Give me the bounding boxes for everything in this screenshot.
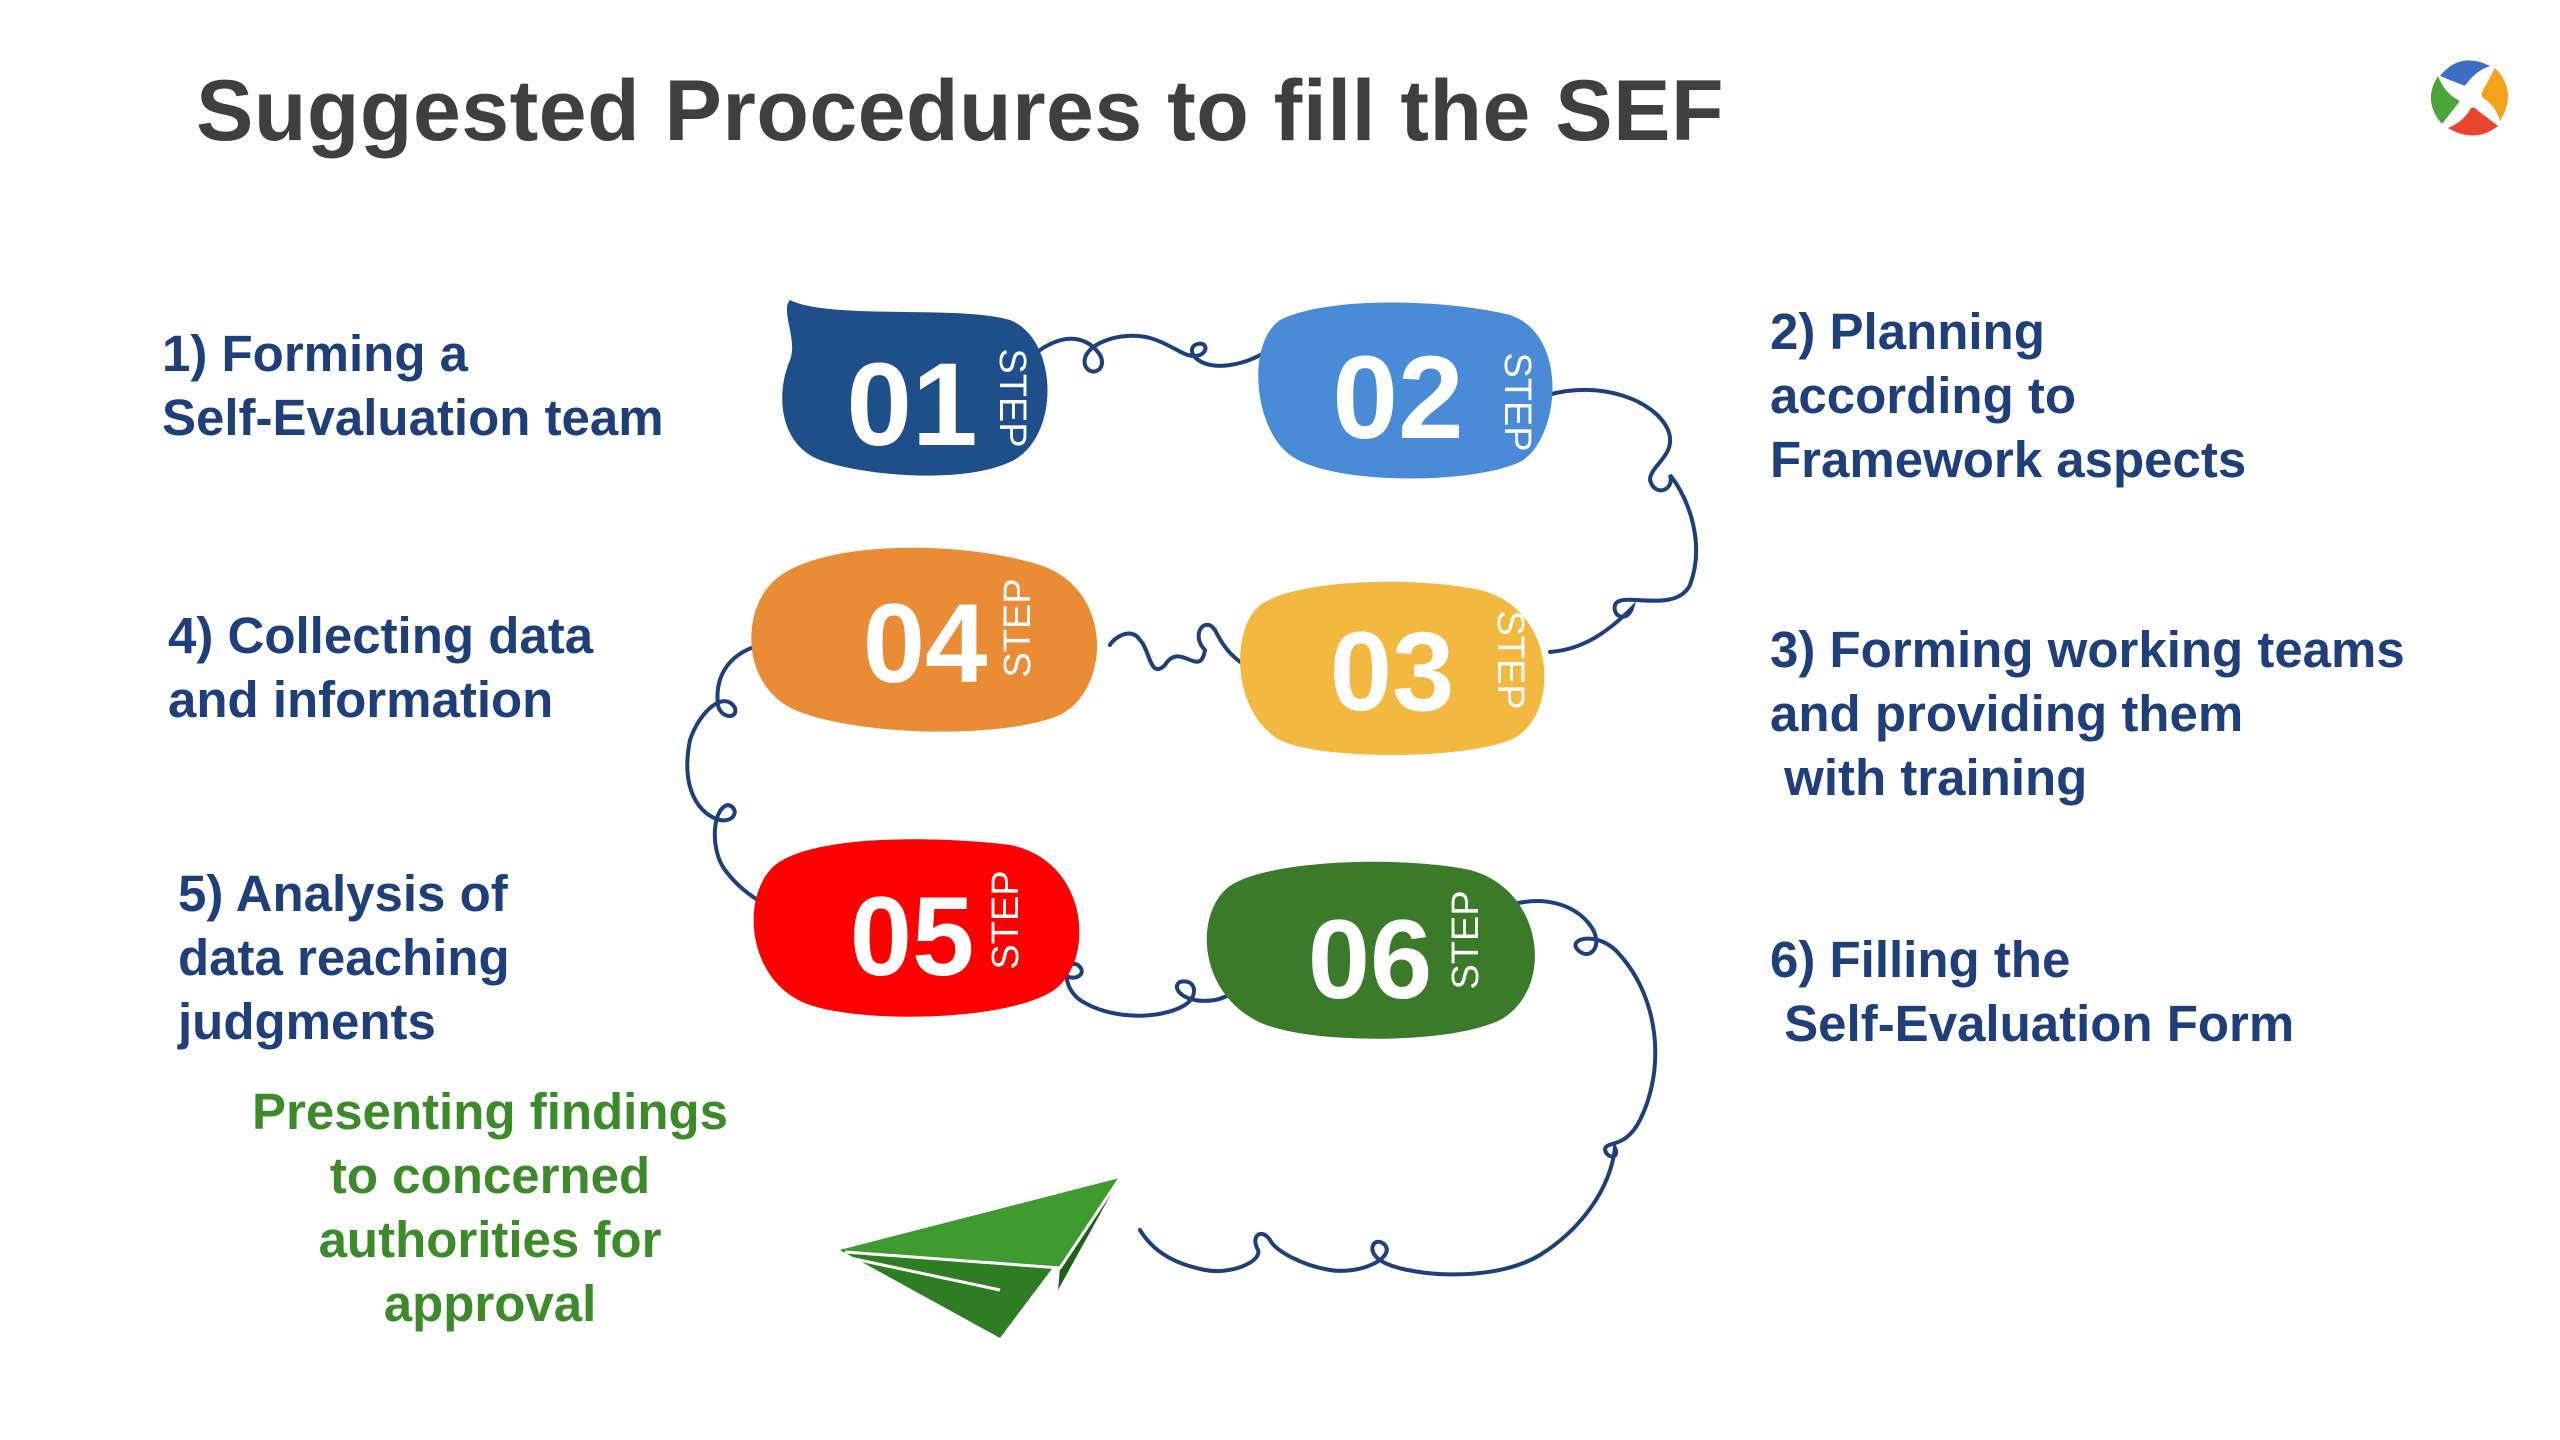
step-04-number: 04 [863,581,988,706]
step-05-label: 5) Analysis of data reaching judgments [178,865,510,1050]
step-05-number: 05 [850,874,975,999]
connector-path [685,333,1699,1277]
logo-icon [2424,50,2516,142]
step-01-blob [782,300,1048,476]
step-06-word: STEP [1445,890,1487,989]
step-03-word: STEP [1489,610,1531,709]
step-03-label: 3) Forming working teams and providing t… [1770,621,2405,806]
step-01-word: STEP [991,348,1033,447]
step-01-number: 01 [846,339,977,471]
step-03-blob [1240,581,1545,755]
page-title: Suggested Procedures to fill the SEF [196,63,1725,159]
step-02-label: 2) Planning according to Framework aspec… [1770,303,2247,488]
step-04-blob [751,547,1098,732]
step-05-blob [753,839,1080,1017]
paper-plane-icon [840,1177,1122,1338]
step-04-word: STEP [997,578,1039,677]
final-step-label: Presenting findings to concerned authori… [251,1083,729,1332]
step-06-label: 6) Filling the Self-Evaluation Form [1770,931,2295,1052]
step-06-number: 06 [1308,897,1433,1022]
step-01-label: 1) Forming a Self-Evaluation team [162,325,664,446]
step-04-label: 4) Collecting data and information [168,607,594,728]
step-02-blob [1258,302,1553,479]
step-03-number: 03 [1330,609,1455,734]
step-02-word: STEP [1496,352,1538,451]
step-06-blob [1206,861,1535,1039]
step-05-word: STEP [985,870,1027,969]
step-02-number: 02 [1332,332,1463,464]
